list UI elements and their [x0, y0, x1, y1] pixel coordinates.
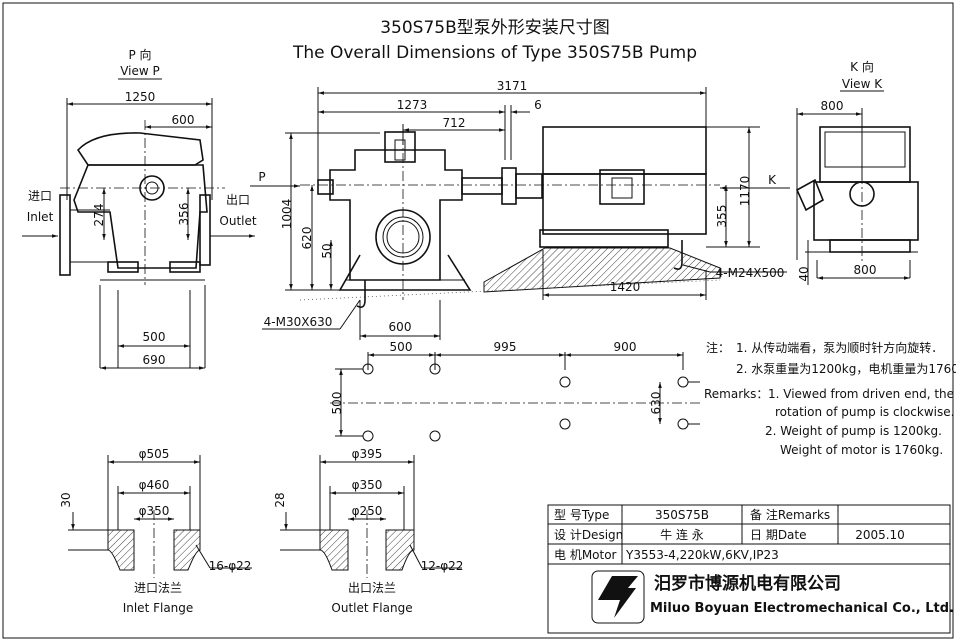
company-name-cn: 汨罗市博源机电有限公司 [654, 573, 841, 594]
dim-600-top: 600 [172, 113, 195, 127]
inlet-label-en: Inlet [27, 210, 54, 224]
note-en-1a: 1. Viewed from driven end, the [768, 387, 954, 401]
note-cn-1: 1. 从传动端看，泵为顺时针方向旋转． [736, 340, 943, 355]
table-motor-value: Y3553-4,220kW,6KV,IP23 [625, 548, 779, 562]
dim-1250: 1250 [125, 90, 156, 104]
inlet-flange-od: φ505 [139, 447, 170, 461]
dim-712: 712 [443, 116, 466, 130]
outlet-flange-bc: φ350 [352, 478, 383, 492]
dim-1273: 1273 [397, 98, 428, 112]
dim-40: 40 [797, 266, 811, 281]
note-cn-head: 注： [706, 340, 730, 355]
outlet-label-cn: 出口 [226, 193, 250, 207]
table-date-value: 2005.10 [855, 528, 905, 542]
dim-630: 630 [649, 392, 663, 415]
company-name-en: Miluo Boyuan Electromechanical Co., Ltd. [650, 601, 954, 616]
note-en-head: Remarks： [704, 387, 768, 401]
table-type-label: 型 号Type [554, 508, 609, 522]
note-cn-2: 2. 水泵重量为1200kg，电机重量为1760kg. [736, 362, 956, 376]
table-motor-label: 电 机Motor [554, 548, 617, 562]
outlet-flange-title-en: Outlet Flange [331, 601, 412, 615]
dim-500-plan-h: 500 [390, 340, 413, 354]
inlet-flange: φ505 φ460 φ350 30 16-φ22 进口法兰 Inlet Flan… [59, 447, 252, 615]
dim-600-front: 600 [389, 320, 412, 334]
dim-355: 355 [715, 205, 729, 228]
dim-690: 690 [143, 353, 166, 367]
bolt-label-motor: 4-M24X500 [716, 266, 785, 280]
table-date-label: 日 期Date [750, 528, 807, 542]
table-design-label: 设 计Design [554, 528, 623, 542]
dim-50: 50 [320, 243, 334, 258]
dim-356-left: 356 [177, 203, 191, 226]
dim-500-plan-v: 500 [330, 392, 344, 415]
dim-500-pview: 500 [143, 330, 166, 344]
bolt-label-pump: 4-M30X630 [264, 315, 333, 329]
inlet-flange-holes: 16-φ22 [209, 559, 252, 573]
bolt-plan: 500 995 900 500 630 [330, 340, 700, 442]
note-en-2b: Weight of motor is 1760kg. [780, 443, 943, 457]
inlet-flange-bc: φ460 [139, 478, 170, 492]
inlet-label-cn: 进口 [28, 189, 52, 203]
dim-800-bottom: 800 [854, 263, 877, 277]
table-design-value: 牛 连 永 [660, 527, 704, 542]
outlet-flange-thickness: 28 [273, 492, 287, 507]
title-cn: 350S75B型泵外形安装尺寸图 [380, 18, 610, 38]
dim-3171: 3171 [497, 79, 528, 93]
dim-274: 274 [92, 204, 106, 227]
view-p-label-en: View P [120, 64, 160, 78]
note-en-1b: rotation of pump is clockwise. [775, 405, 954, 419]
front-view: 3171 1273 6 712 [250, 79, 790, 340]
arrow-p-label: P [258, 170, 265, 184]
inlet-flange-title-en: Inlet Flange [123, 601, 194, 615]
title-block: 型 号Type 350S75B 备 注Remarks 设 计Design 牛 连… [547, 504, 954, 634]
outlet-flange: φ395 φ350 φ250 28 12-φ22 出口法兰 Outlet Fla… [273, 447, 463, 615]
view-p-label-cn: P 向 [128, 47, 151, 62]
dim-900: 900 [614, 340, 637, 354]
dim-620: 620 [300, 227, 314, 250]
outlet-label-en: Outlet [219, 214, 256, 228]
dim-1004: 1004 [280, 199, 294, 230]
table-type-value: 350S75B [655, 508, 709, 522]
dim-995: 995 [494, 340, 517, 354]
outlet-flange-holes: 12-φ22 [421, 559, 464, 573]
view-p: P 向 View P 1250 600 274 356 进口 [22, 47, 257, 370]
view-k-label-en: View K [842, 77, 883, 91]
arrow-k-label: K [768, 173, 777, 187]
view-k: K 向 View K 800 40 800 [795, 59, 919, 285]
notes: 注： 1. 从传动端看，泵为顺时针方向旋转． 2. 水泵重量为1200kg，电机… [704, 340, 956, 457]
inlet-flange-title-cn: 进口法兰 [134, 581, 182, 595]
inlet-flange-thickness: 30 [59, 492, 73, 507]
company-logo-icon [591, 570, 645, 624]
title-en: The Overall Dimensions of Type 350S75B P… [292, 43, 697, 63]
dim-800-top: 800 [821, 99, 844, 113]
dim-1170: 1170 [738, 176, 752, 207]
dim-6: 6 [534, 98, 542, 112]
table-remarks-label: 备 注Remarks [750, 507, 830, 522]
outlet-flange-od: φ395 [352, 447, 383, 461]
note-en-2a: 2. Weight of pump is 1200kg. [765, 424, 942, 438]
dim-1420: 1420 [610, 280, 641, 294]
outlet-flange-title-cn: 出口法兰 [348, 581, 396, 595]
view-k-label-cn: K 向 [850, 59, 874, 74]
